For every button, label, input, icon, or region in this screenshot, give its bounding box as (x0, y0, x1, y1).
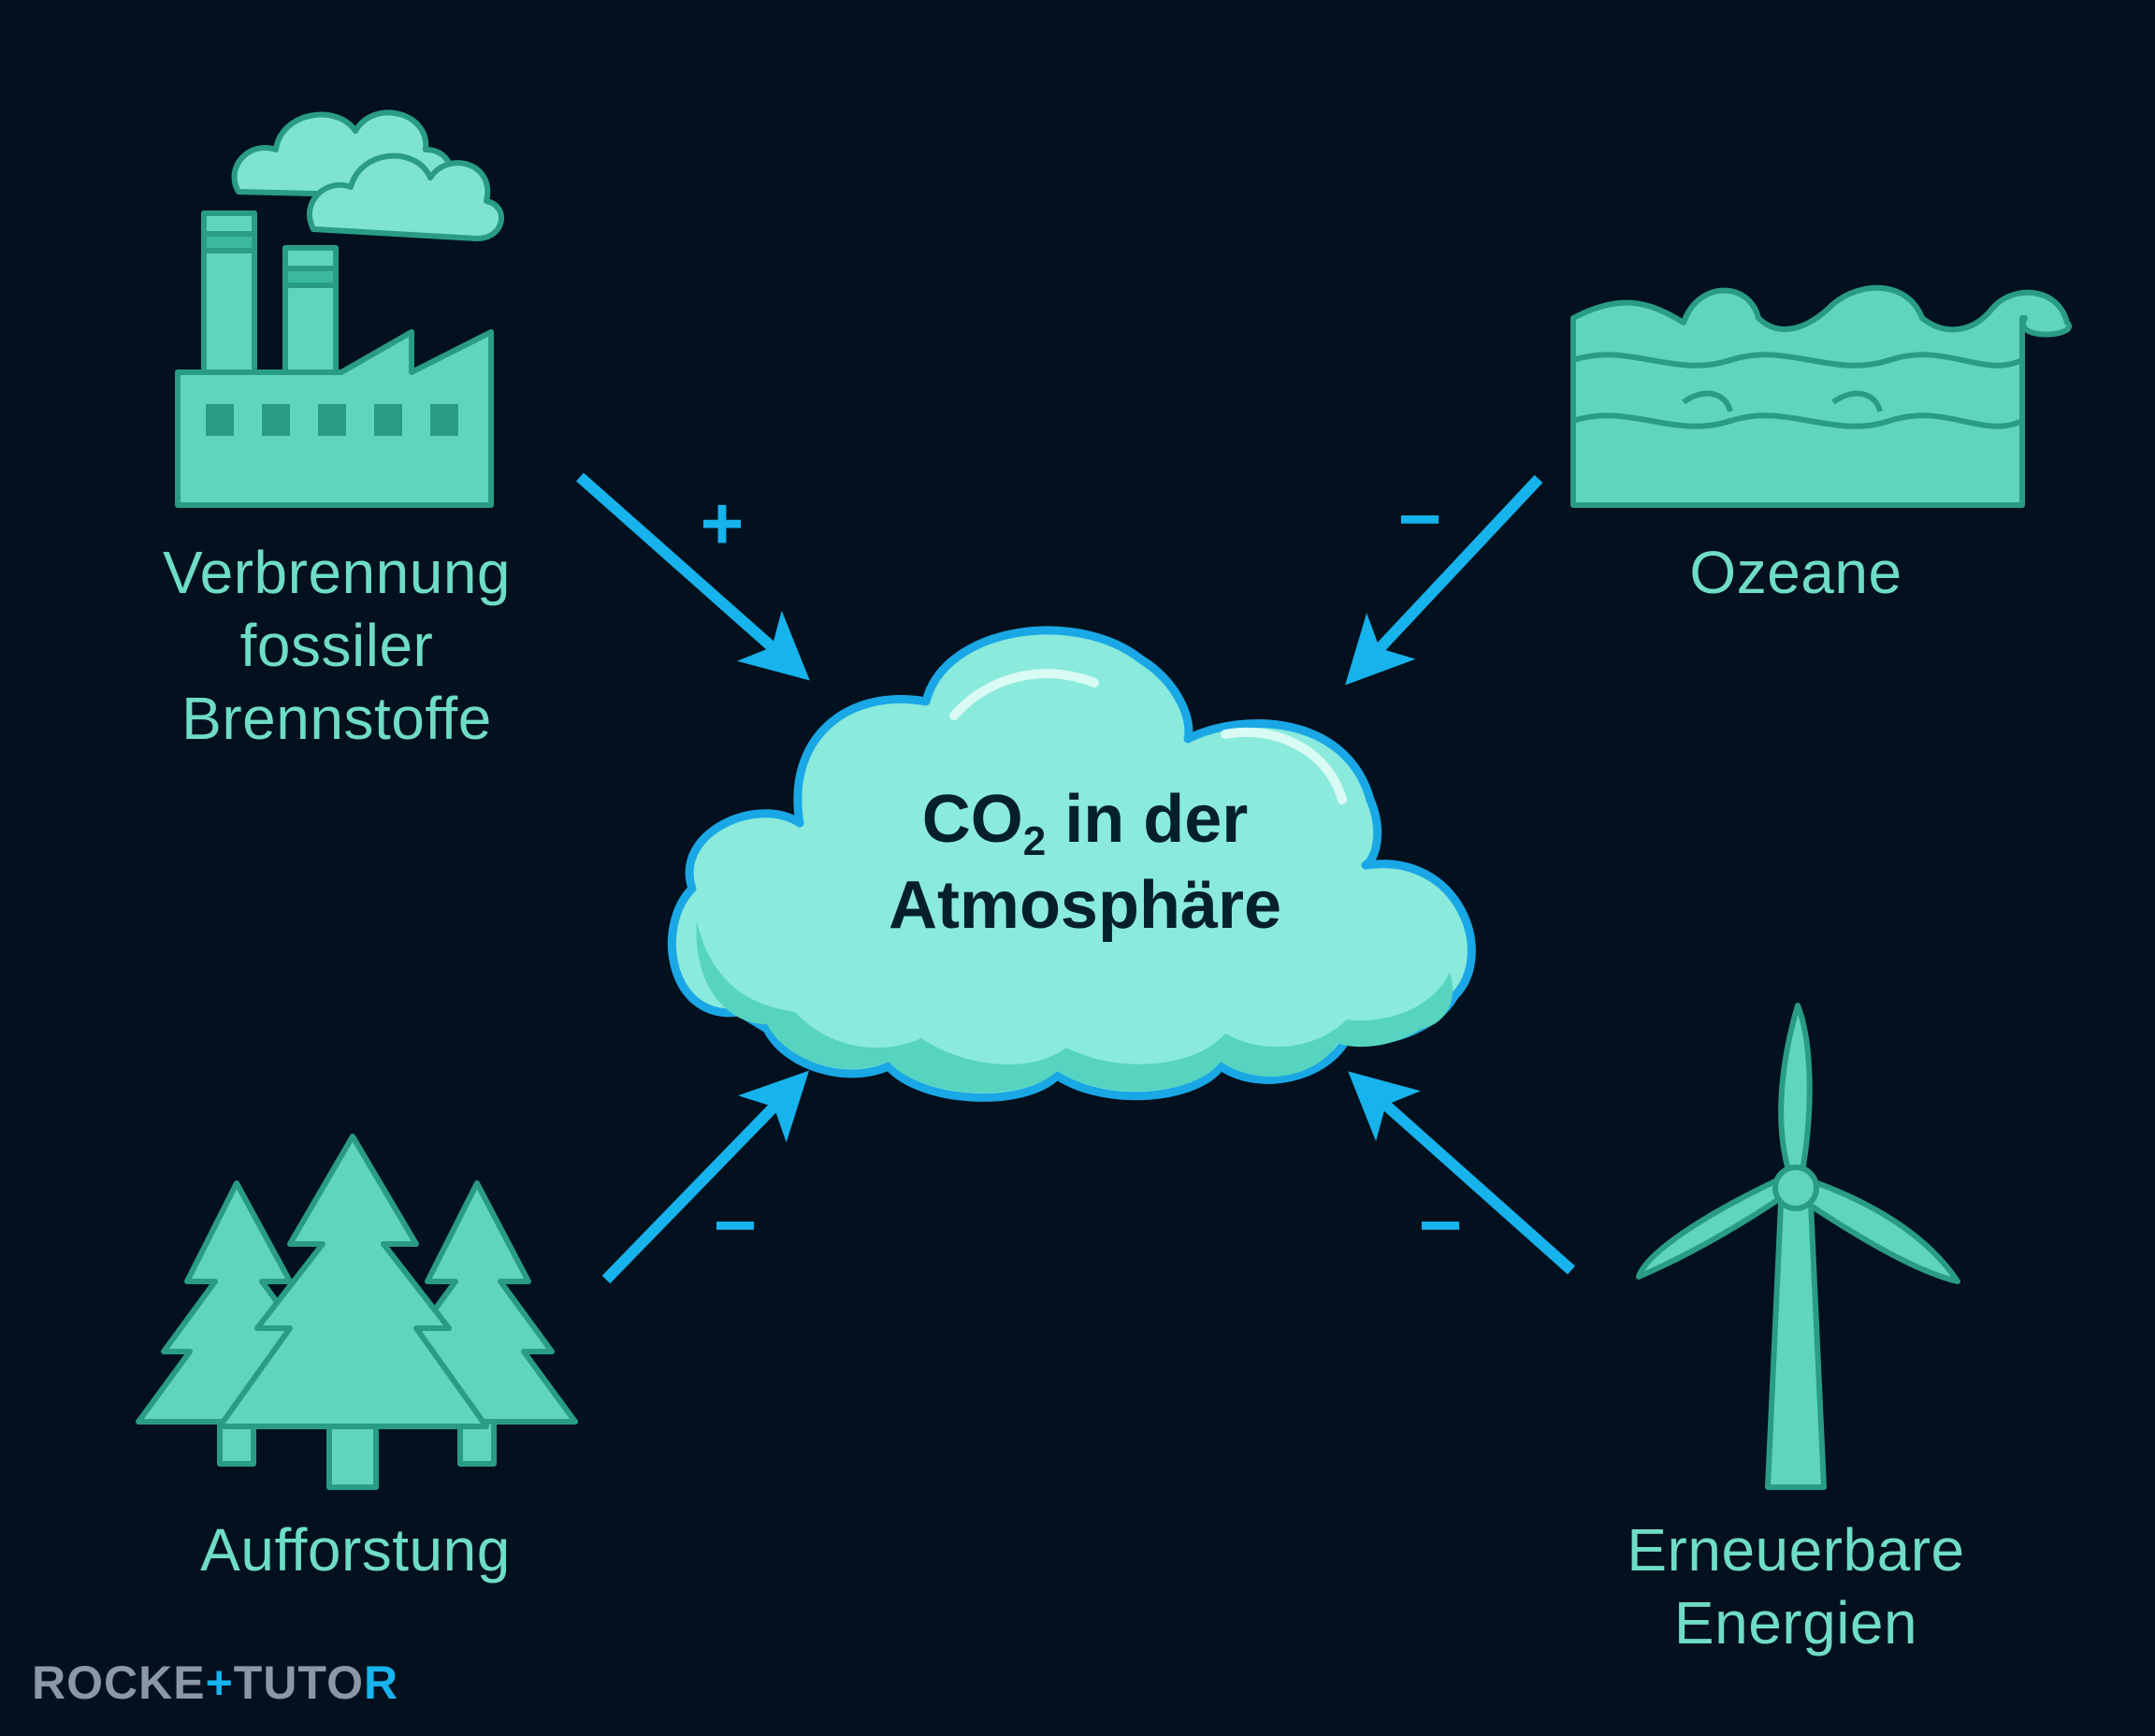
co2-subscript: 2 (1022, 818, 1047, 864)
ocean-sign: − (1397, 477, 1442, 560)
co2-line1: CO2 in der (786, 776, 1384, 862)
logo-text-part3: R (363, 1656, 399, 1709)
factory-icon (175, 109, 504, 508)
fossil-label-line3: Brennstoffe (181, 685, 492, 752)
arrow-renewable (1348, 1071, 1575, 1275)
arrow-fossil (576, 472, 810, 681)
arrow-forest (601, 1070, 810, 1284)
fossil-sign: + (700, 482, 745, 565)
fossil-label-line1: Verbrennung (162, 539, 512, 606)
renewable-label-line2: Energien (1673, 1589, 1918, 1656)
waves-icon (1570, 284, 2072, 508)
rockettutor-logo: ROCKE+TUTOR (32, 1656, 398, 1710)
fossil-label-line2: fossiler (239, 612, 434, 679)
forest-sign: − (713, 1183, 758, 1266)
forest-label: Aufforstung (140, 1513, 571, 1586)
arrow-ocean (1345, 474, 1543, 686)
trees-icon (136, 1134, 578, 1490)
co2-cloud (667, 626, 1476, 1102)
ocean-label: Ozeane (1590, 536, 2002, 609)
co2-line2: Atmosphäre (888, 868, 1282, 943)
wind-turbine-icon (1636, 1003, 1960, 1490)
renewable-label: Erneuerbare Energien (1571, 1513, 2020, 1659)
co2-rest-text: in der (1046, 782, 1249, 857)
fossil-label: Verbrennung fossiler Brennstoffe (112, 536, 561, 755)
logo-text-part2: TUTO (233, 1656, 364, 1709)
renewable-label-line1: Erneuerbare (1627, 1516, 1965, 1584)
forest-label-line1: Aufforstung (200, 1516, 511, 1584)
renewable-sign: − (1418, 1183, 1463, 1266)
co2-main-text: CO (921, 782, 1023, 857)
logo-plus: + (205, 1656, 234, 1709)
logo-text-part1: ROCKE (32, 1656, 206, 1709)
ocean-label-line1: Ozeane (1689, 539, 1902, 606)
co2-atmosphere-label: CO2 in der Atmosphäre (786, 776, 1384, 948)
